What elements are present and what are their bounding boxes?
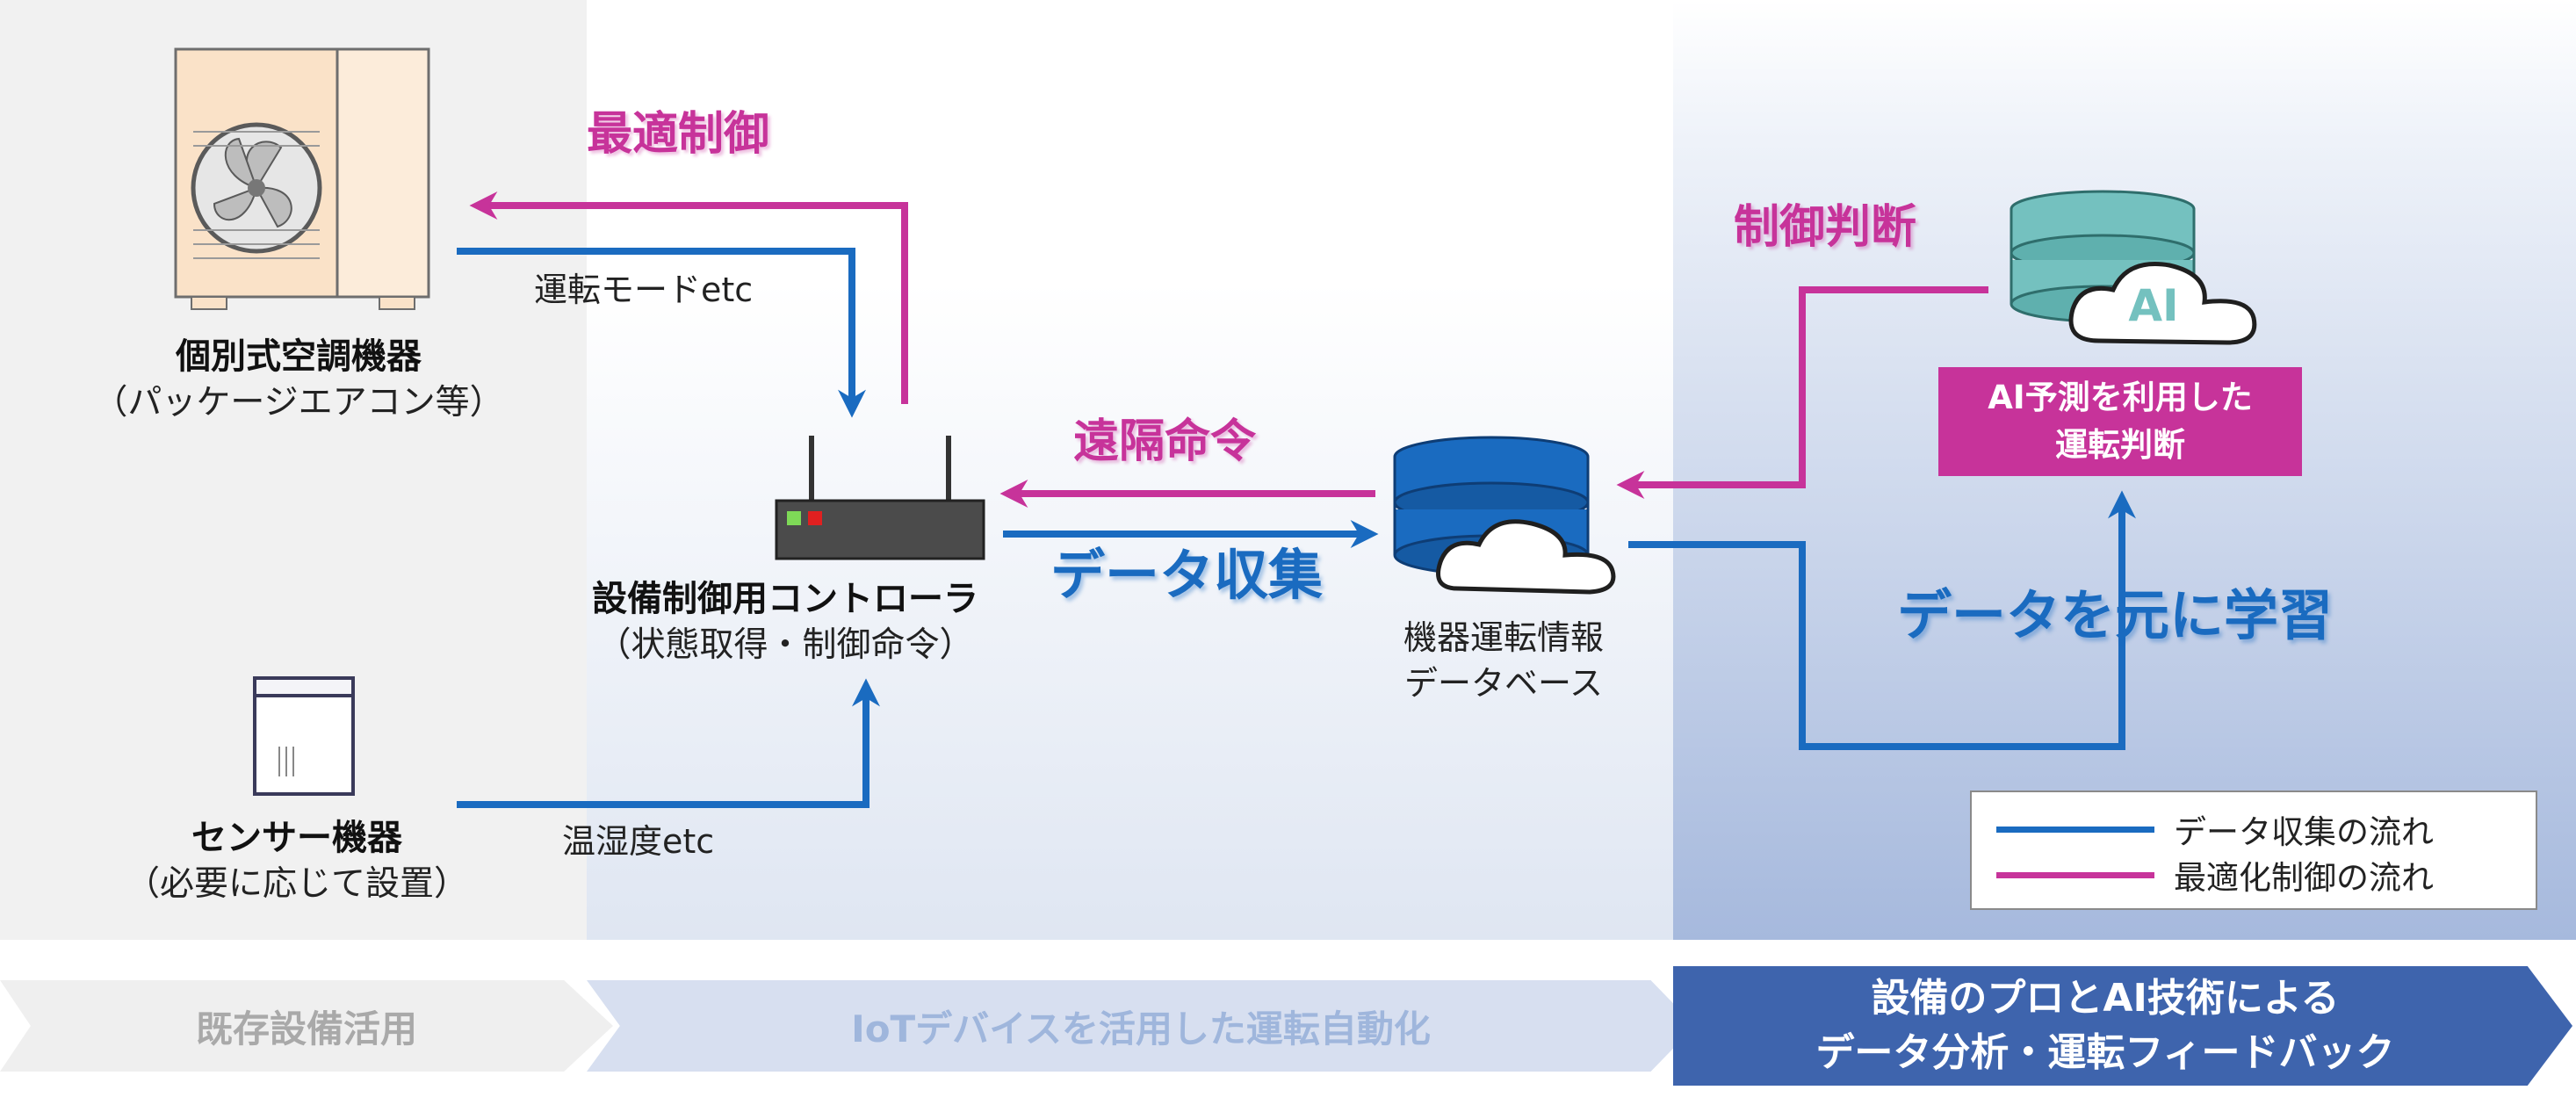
stage2-text: IoTデバイスを活用した運転自動化	[851, 1007, 1431, 1050]
remote-command-label: 遠隔命令	[1073, 415, 1257, 468]
sensor-subtitle: （必要に応じて設置）	[125, 864, 469, 904]
stage3-text-line2: データ分析・運転フィードバック	[1815, 1030, 2395, 1075]
flow-db-to-ai	[1628, 490, 2136, 750]
stage1-text: 既存設備活用	[195, 1007, 417, 1050]
legend-control-flow: 最適化制御の流れ	[1996, 855, 2434, 897]
database-cloud-icon	[1393, 436, 1616, 595]
sensor-title: センサー機器	[191, 818, 402, 858]
flow-sensor-to-controller	[457, 678, 880, 808]
controller-subtitle: （状態取得・制御命令）	[596, 625, 974, 665]
flow-ai-to-db	[1616, 286, 1988, 499]
aircon-subtitle: （パッケージエアコン等）	[93, 383, 504, 422]
legend-data-flow-text: データ収集の流れ	[2174, 813, 2434, 851]
ai-icon-text: AI	[2128, 280, 2179, 331]
stage-ai-analysis: 設備のプロとAI技術による データ分析・運転フィードバック	[1673, 966, 2572, 1086]
database-label-line1: 機器運転情報	[1403, 618, 1605, 657]
sensor-device-icon	[253, 676, 355, 796]
legend: データ収集の流れ 最適化制御の流れ	[1970, 791, 2537, 910]
ai-prediction-box: AI予測を利用した 運転判断	[1938, 367, 2302, 476]
legend-blue-line	[1996, 826, 2154, 833]
controller-title: 設備制御用コントローラ	[592, 579, 978, 619]
control-decision-label: 制御判断	[1734, 201, 1917, 254]
aircon-title: 個別式空調機器	[176, 336, 422, 377]
legend-pink-line	[1996, 871, 2154, 878]
database-label-line2: データベース	[1403, 664, 1604, 703]
flow-aircon-to-controller	[457, 248, 866, 418]
aircon-unit-icon	[174, 47, 430, 310]
stage-existing-equipment: 既存設備活用	[0, 980, 613, 1072]
legend-control-flow-text: 最適化制御の流れ	[2174, 859, 2434, 897]
ai-box-line2: 運転判断	[2055, 426, 2185, 464]
optimal-control-label: 最適制御	[587, 108, 770, 161]
legend-data-flow: データ収集の流れ	[1996, 810, 2434, 851]
operation-mode-label: 運転モードetc	[534, 271, 754, 309]
stage-iot-automation: IoTデバイスを活用した運転自動化	[587, 980, 1695, 1072]
flow-controller-to-aircon	[469, 191, 908, 404]
router-icon	[775, 436, 985, 560]
data-collection-label: データ収集	[1050, 543, 1324, 607]
stage3-text-line1: 設備のプロとAI技術による	[1871, 976, 2340, 1021]
ai-database-cloud-icon	[2010, 190, 2257, 345]
learn-from-data-label: データを元に学習	[1897, 583, 2334, 647]
ai-box-line1: AI予測を利用した	[1988, 379, 2253, 416]
temp-humidity-label: 温湿度etc	[562, 822, 715, 861]
